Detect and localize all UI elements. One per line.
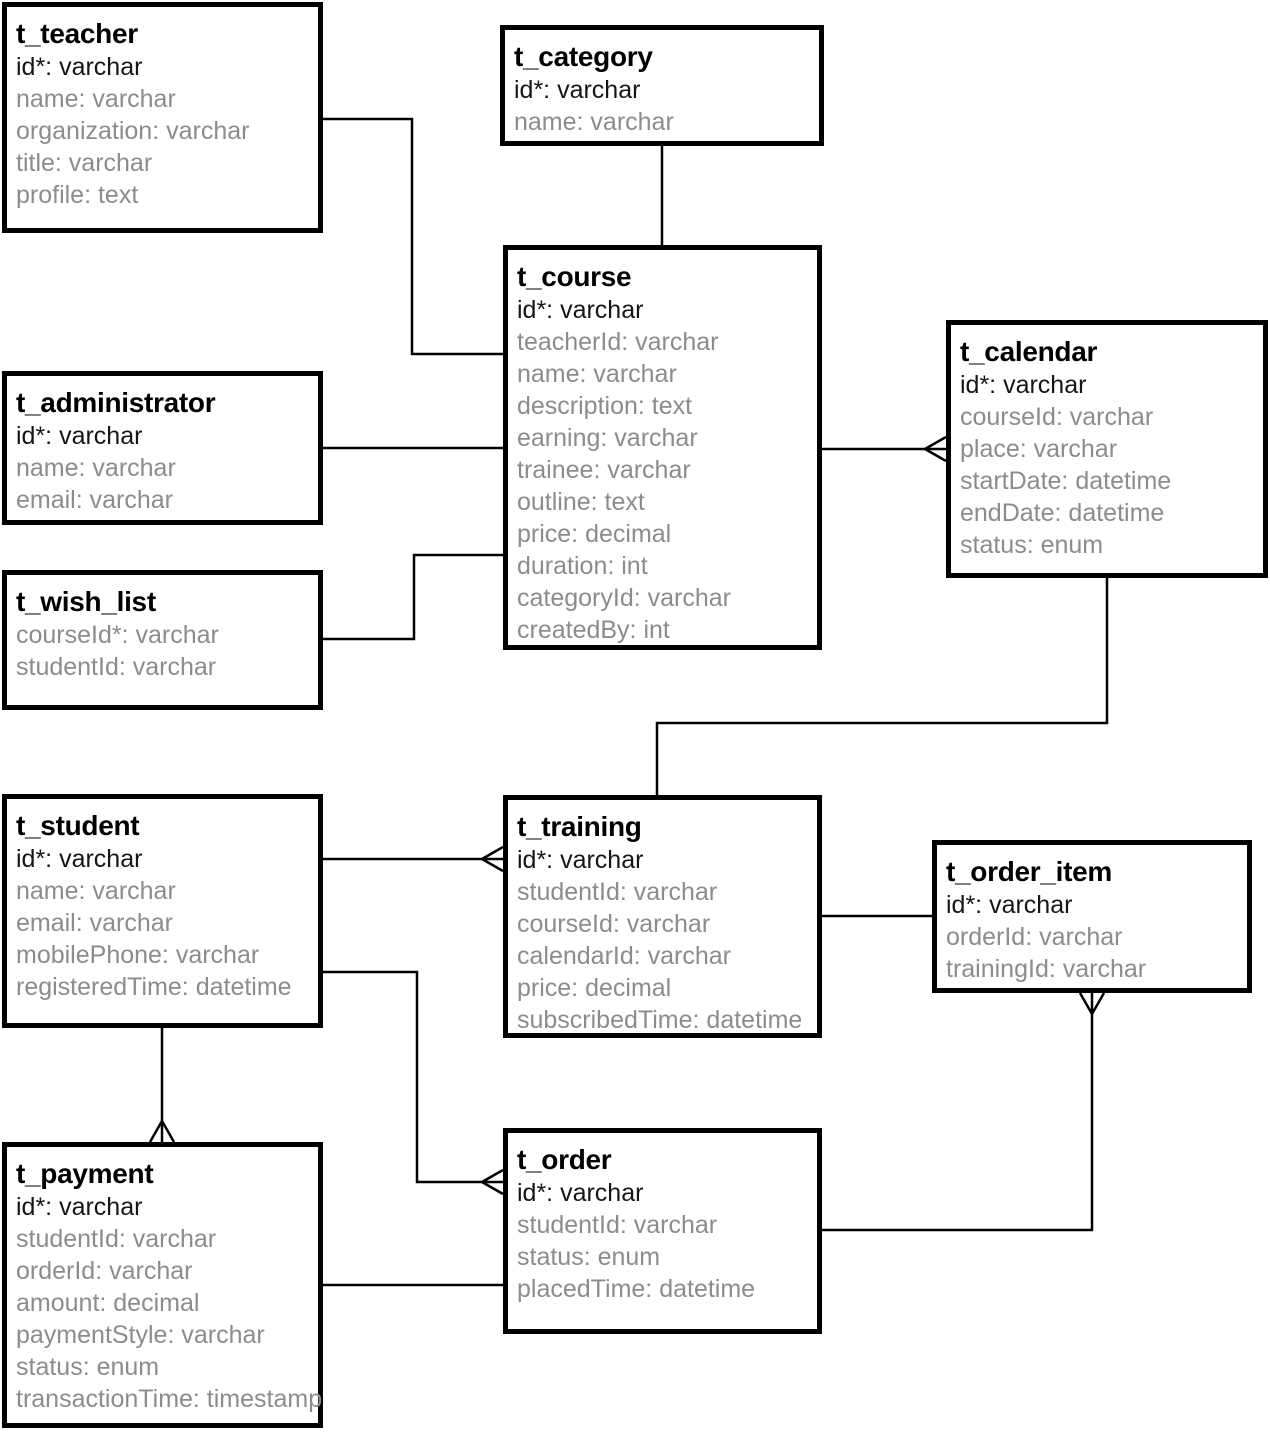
entity-field: orderId: varchar xyxy=(946,923,1123,951)
many-marker-icon xyxy=(1078,992,1106,1015)
entity-title: t_student xyxy=(16,810,140,841)
entity-t_category[interactable]: t_category id*: varchar name: varchar xyxy=(500,25,824,146)
entity-field: status: enum xyxy=(960,531,1104,559)
entity-title: t_order xyxy=(517,1144,612,1175)
entity-field: description: text xyxy=(517,392,693,420)
connector-t_order-t_order_item xyxy=(822,992,1106,1232)
entity-field: studentId: varchar xyxy=(517,878,718,906)
entity-t_calendar[interactable]: t_calendar id*: varchar courseId: varcha… xyxy=(946,320,1268,578)
entity-field: id*: varchar xyxy=(946,891,1073,919)
entity-field: name: varchar xyxy=(16,877,176,905)
entity-title: t_category xyxy=(514,41,653,72)
entity-field: orderId: varchar xyxy=(16,1257,193,1285)
entity-t_order_item[interactable]: t_order_item id*: varchar orderId: varch… xyxy=(932,840,1252,993)
entity-field: studentId: varchar xyxy=(517,1211,718,1239)
many-marker-icon xyxy=(481,1168,504,1196)
entity-field: email: varchar xyxy=(16,909,173,937)
entity-field: place: varchar xyxy=(960,435,1118,463)
entity-field: courseId*: varchar xyxy=(16,621,219,649)
entity-field: transactionTime: timestamp xyxy=(16,1385,323,1413)
entity-field: earning: varchar xyxy=(517,424,698,452)
entity-field: id*: varchar xyxy=(517,1179,644,1207)
entity-t_student[interactable]: t_student id*: varchar name: varchar ema… xyxy=(2,794,323,1028)
connector-t_wish_list-t_course xyxy=(323,553,503,641)
entity-t_teacher[interactable]: t_teacher id*: varchar name: varchar org… xyxy=(2,2,323,233)
entity-field: title: varchar xyxy=(16,149,153,177)
connector-t_student-t_order xyxy=(323,970,504,1196)
entity-field: amount: decimal xyxy=(16,1289,200,1317)
entity-field: endDate: datetime xyxy=(960,499,1165,527)
entity-field: id*: varchar xyxy=(16,422,143,450)
many-marker-icon xyxy=(148,1120,176,1143)
connector-t_calendar-t_training xyxy=(655,578,1109,795)
entity-field: outline: text xyxy=(517,488,645,516)
entity-field: status: enum xyxy=(517,1243,661,1271)
connector-t_student-t_training xyxy=(323,845,504,873)
entity-field: status: enum xyxy=(16,1353,160,1381)
many-marker-icon xyxy=(481,845,504,873)
entity-field: trainingId: varchar xyxy=(946,955,1147,983)
entity-field: courseId: varchar xyxy=(960,403,1154,431)
entity-field: email: varchar xyxy=(16,486,173,514)
entity-t_course[interactable]: t_course id*: varchar teacherId: varchar… xyxy=(503,245,822,650)
entity-field: teacherId: varchar xyxy=(517,328,719,356)
entity-field: name: varchar xyxy=(16,85,176,113)
entity-title: t_wish_list xyxy=(16,586,156,617)
entity-field: id*: varchar xyxy=(514,76,641,104)
entity-field: studentId: varchar xyxy=(16,653,217,681)
entity-title: t_training xyxy=(517,811,642,842)
entity-field: duration: int xyxy=(517,552,648,580)
entity-title: t_order_item xyxy=(946,856,1113,887)
entity-field: name: varchar xyxy=(514,108,674,136)
entity-field: courseId: varchar xyxy=(517,910,711,938)
connector-t_course-t_calendar xyxy=(822,435,947,463)
entity-t_wish_list[interactable]: t_wish_list courseId*: varchar studentId… xyxy=(2,570,323,710)
entity-t_training[interactable]: t_training id*: varchar studentId: varch… xyxy=(503,795,822,1038)
entity-field: id*: varchar xyxy=(517,846,644,874)
entity-field: organization: varchar xyxy=(16,117,250,145)
entity-field: name: varchar xyxy=(16,454,176,482)
entity-title: t_teacher xyxy=(16,18,138,49)
entity-field: calendarId: varchar xyxy=(517,942,732,970)
entity-field: subscribedTime: datetime xyxy=(517,1006,803,1034)
entity-field: categoryId: varchar xyxy=(517,584,731,612)
entity-field: registeredTime: datetime xyxy=(16,973,292,1001)
entity-field: price: decimal xyxy=(517,520,672,548)
entity-field: name: varchar xyxy=(517,360,677,388)
entity-field: id*: varchar xyxy=(517,296,644,324)
entity-field: trainee: varchar xyxy=(517,456,691,484)
entity-title: t_payment xyxy=(16,1158,154,1189)
entity-field: profile: text xyxy=(16,181,139,209)
entity-field: paymentStyle: varchar xyxy=(16,1321,265,1349)
entity-field: mobilePhone: varchar xyxy=(16,941,260,969)
connector-t_student-t_payment xyxy=(148,1028,176,1143)
entity-field: studentId: varchar xyxy=(16,1225,217,1253)
entity-t_administrator[interactable]: t_administrator id*: varchar name: varch… xyxy=(2,371,323,525)
entity-field: id*: varchar xyxy=(16,845,143,873)
entity-field: placedTime: datetime xyxy=(517,1275,756,1303)
entity-field: id*: varchar xyxy=(960,371,1087,399)
entity-field: price: decimal xyxy=(517,974,672,1002)
entity-title: t_administrator xyxy=(16,387,216,418)
entity-field: createdBy: int xyxy=(517,616,670,644)
entity-field: startDate: datetime xyxy=(960,467,1172,495)
entity-title: t_course xyxy=(517,261,632,292)
entity-t_order[interactable]: t_order id*: varchar studentId: varchar … xyxy=(503,1128,822,1334)
entity-field: id*: varchar xyxy=(16,53,143,81)
connector-t_teacher-t_course xyxy=(323,117,503,356)
many-marker-icon xyxy=(924,435,947,463)
entity-field: id*: varchar xyxy=(16,1193,143,1221)
entity-title: t_calendar xyxy=(960,336,1098,367)
entity-t_payment[interactable]: t_payment id*: varchar studentId: varcha… xyxy=(2,1142,323,1428)
